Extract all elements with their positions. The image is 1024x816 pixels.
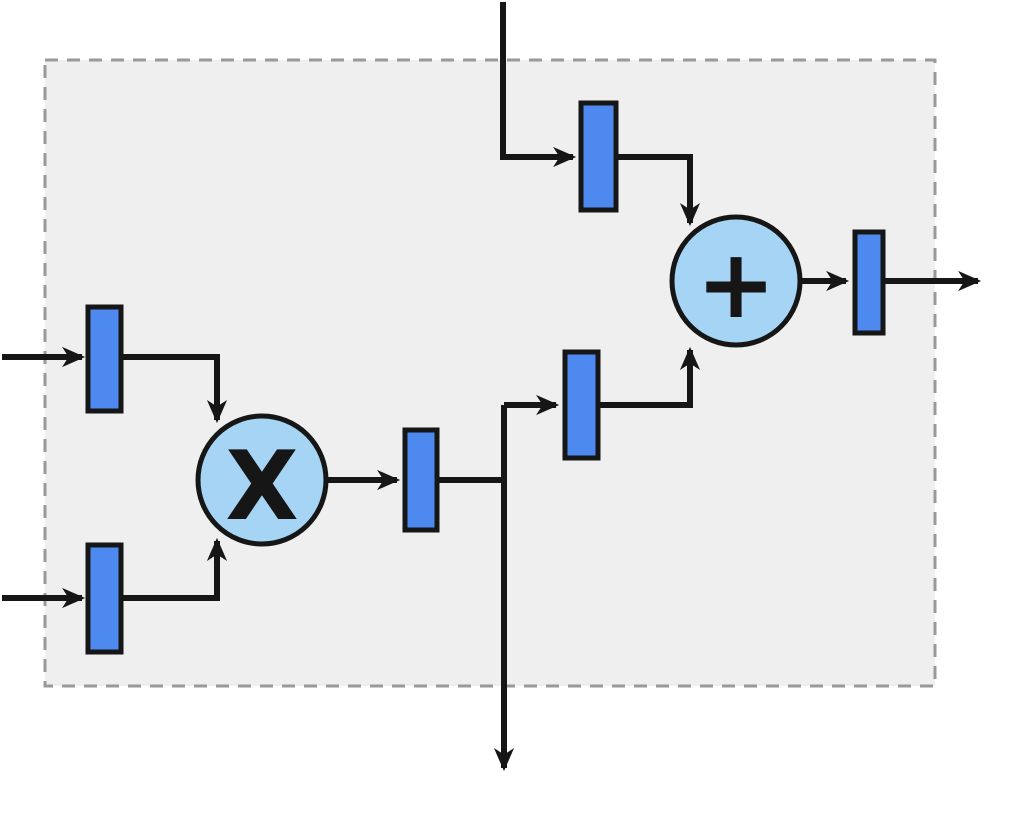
multiplier-symbol: X <box>225 432 298 542</box>
module-boundary <box>43 58 937 688</box>
wire-register-a-to-multiplier <box>121 354 228 424</box>
adder-node <box>669 214 803 348</box>
wire-register-b-to-multiplier <box>121 537 228 601</box>
input-wire-top <box>500 2 577 168</box>
wire-operand-register-to-adder <box>598 346 701 408</box>
wire-top-register-to-adder <box>616 154 701 227</box>
input-a-register <box>85 304 124 414</box>
multiplier-node <box>195 413 329 547</box>
adder-symbol: + <box>696 230 776 340</box>
input-b-register <box>85 542 124 655</box>
product-register <box>402 427 440 533</box>
top-input-register <box>578 100 619 213</box>
output-register <box>852 229 886 336</box>
operand-register <box>562 349 601 461</box>
